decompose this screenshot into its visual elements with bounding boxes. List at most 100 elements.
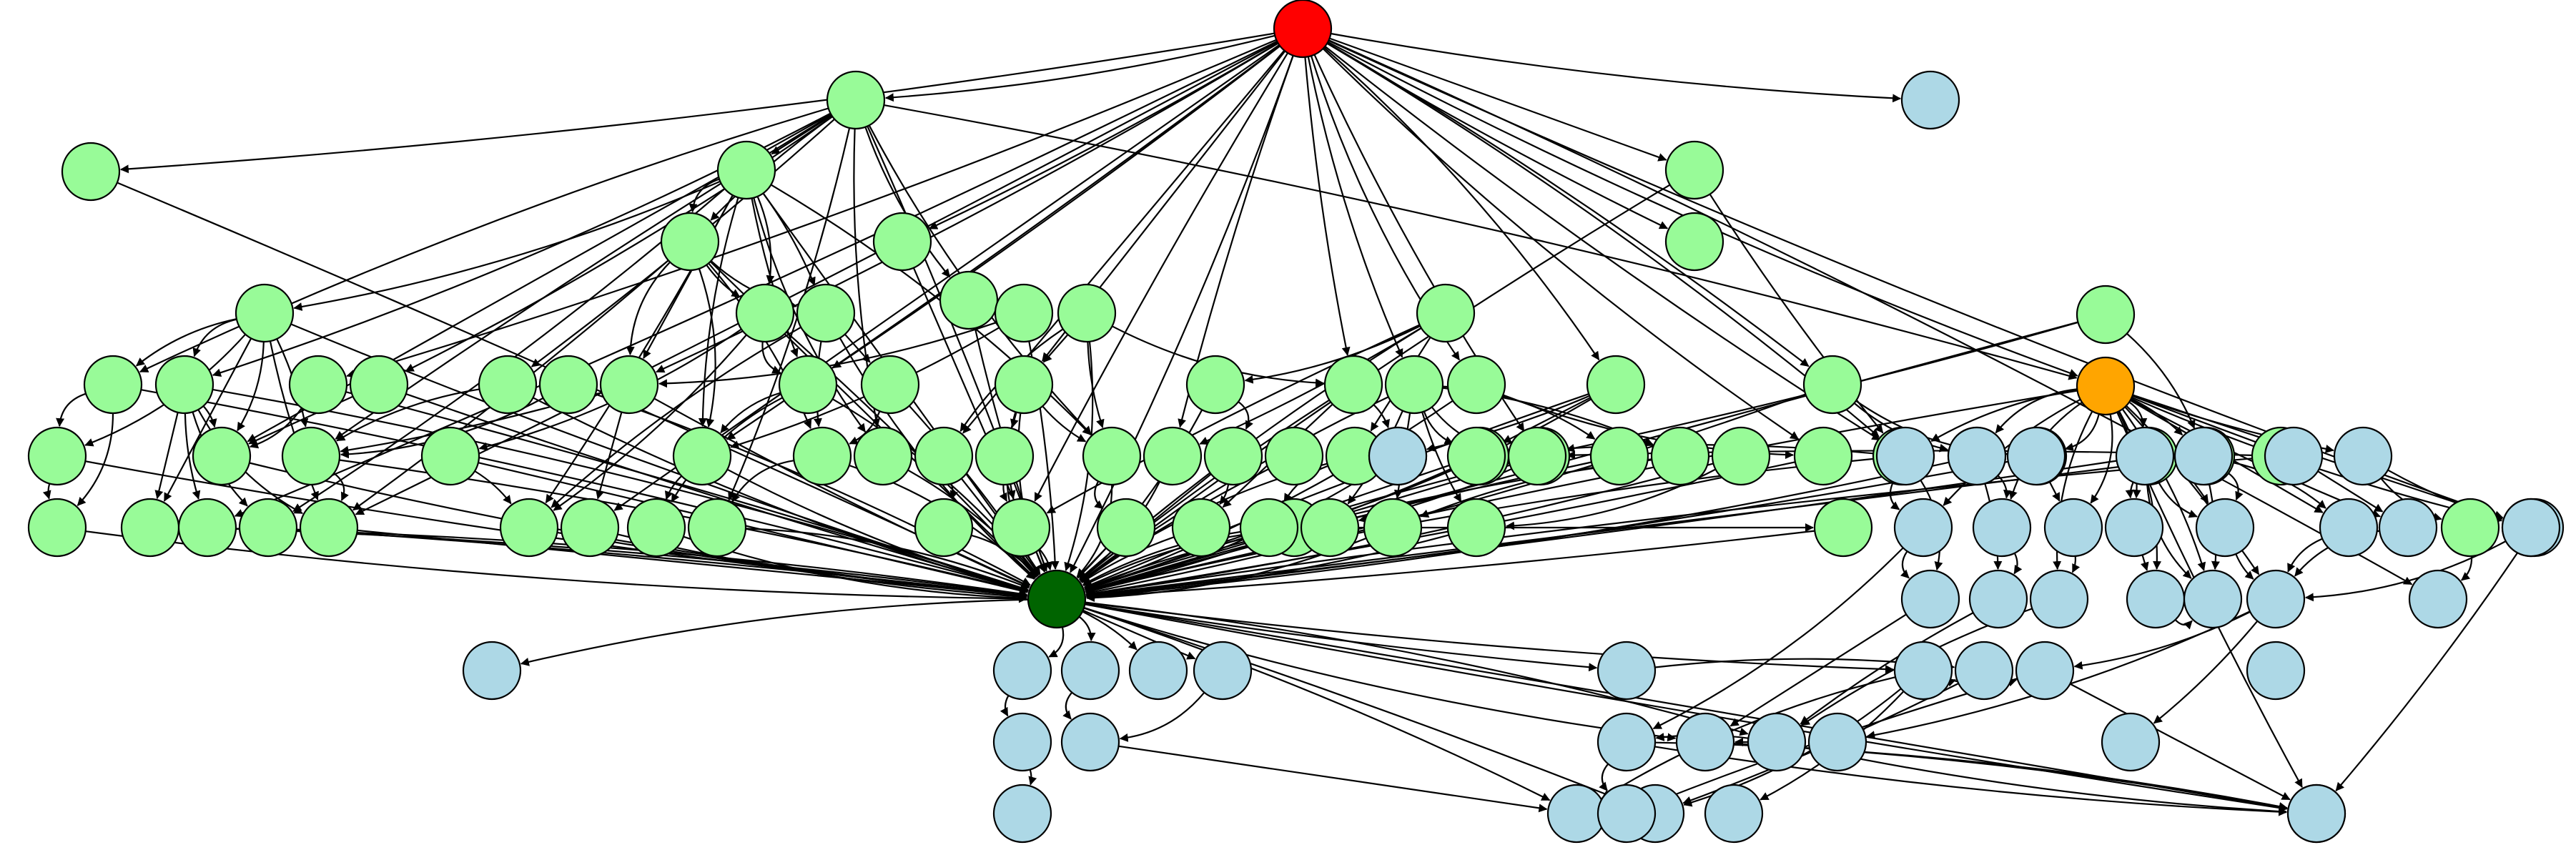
graph-node-c12 [1096,498,1156,558]
graph-node-t6 [1900,70,1960,130]
edge-sink-v1 [1083,607,1551,801]
edge-root-t5 [1326,42,1669,229]
graph-node-c11 [991,498,1051,558]
graph-node-b6 [792,426,852,486]
graph-node-b4 [420,426,480,486]
edge-hub-hc3 [2090,414,2113,504]
edge-m4-a1 [136,318,237,367]
edge-c6-sink [557,531,1028,600]
edge-t2-m1 [771,114,832,155]
edge-m4-a2 [192,318,237,357]
graph-node-s10 [2246,641,2306,701]
graph-node-hb7 [2333,426,2393,486]
edge-b19-sink [1084,459,1652,592]
edge-s2-s7 [1000,695,1010,717]
graph-node-b18 [1589,426,1649,486]
edge-s5-s8 [1119,691,1205,742]
edge-root-t4 [1329,37,1667,162]
graph-node-c14 [1239,498,1299,558]
edge-u6-v7 [1804,747,2288,816]
graph-node-s1 [462,641,522,701]
graph-node-b10 [1082,426,1142,486]
graph-node-root [1273,0,1333,59]
edge-sink-u5 [1083,607,1677,742]
edge-hb6-hc7 [2317,470,2384,513]
edge-hub-hd5 [2121,408,2206,571]
edge-a13-b16 [1423,411,1454,445]
edge-a15-sink [1083,393,1589,588]
edge-a5-sink [533,397,1029,593]
edge-a8-b5 [720,392,781,433]
edge-m5-a8 [761,341,781,374]
edge-t2-m3 [864,127,951,278]
edge-root-t6 [1331,32,1902,103]
edge-sink-s3 [1078,616,1096,641]
graph-node-hc6 [2319,498,2379,558]
edge-u4-v5 [1599,763,1609,791]
edge-b5-sink [726,468,1029,593]
edge-root-a3 [346,39,1277,378]
edge-layer [42,32,2520,816]
graph-node-hd2 [1968,569,2028,629]
edge-m1-m2 [689,178,720,213]
graph-node-hb6 [2264,426,2324,486]
edge-b10-c12 [1094,480,1104,510]
edge-hc5-hd6 [2235,553,2254,580]
edge-hub-sink [1085,390,2078,595]
edge-a2-c2 [154,412,179,500]
edge-m6-a9 [844,333,871,363]
graph-node-v3 [1704,784,1764,844]
graph-node-u7 [1807,712,1867,772]
edge-root-t1 [119,32,1275,174]
edge-u4-v4 [1654,746,2287,816]
edge-b29-sink [1085,458,2253,598]
edge-root-b24 [1326,42,1880,438]
graph-node-t1 [61,142,121,202]
edge-a12-b15 [1373,404,1390,429]
graph-node-a9 [860,355,920,415]
graph-node-a4 [349,355,409,415]
graph-node-a3 [288,355,348,415]
edge-m5-c6 [553,334,747,511]
edge-hd2-u6 [1800,612,1974,725]
edge-m1-a8 [751,198,799,357]
edge-hc10-v7 [2335,550,2520,791]
graph-node-b21 [1793,426,1853,486]
edge-t2-hub [884,104,2078,380]
edge-b1-c1 [42,483,51,500]
edge-sink-v7 [1085,603,2288,812]
edge-root-sink [1070,55,1294,573]
graph-node-m7 [994,283,1054,343]
edge-c4-sink [296,528,1028,599]
edge-b21-sink [1085,461,1796,598]
graph-node-hd1 [1900,569,1960,629]
edge-m2-m5 [706,264,741,298]
graph-node-c10 [914,498,974,558]
graph-node-t2 [826,70,886,130]
graph-node-b2 [192,426,252,486]
edge-hub-hb6 [2132,395,2266,448]
graph-node-u6 [1747,712,1807,772]
graph-node-hb2 [1947,426,2007,486]
edge-t2-a1 [139,107,829,373]
edge-hc9-hd7 [2461,555,2473,581]
edge-m1-m4 [293,180,721,311]
graph-node-s11 [2101,712,2161,772]
edge-hub-hc1 [1943,398,2081,506]
graph-node-c6 [499,498,559,558]
edge-t2-a4 [405,115,833,372]
graph-node-m1 [716,140,776,200]
graph-node-t4 [1664,140,1724,200]
graph-node-c3 [177,498,237,558]
edge-hd1-u5 [1729,613,1907,727]
graph-node-v7 [2286,784,2346,844]
graph-node-s6 [1597,641,1657,701]
edge-root-a16 [1326,42,1810,367]
graph-node-v1 [1546,784,1607,844]
graph-node-v6 [2501,498,2561,558]
edge-hc2-hd2 [2013,553,2023,575]
edge-c12-sink [1077,547,1107,578]
graph-node-m9 [1416,283,1476,343]
graph-node-hd7 [2408,569,2468,629]
edge-b5-c8 [664,475,683,500]
